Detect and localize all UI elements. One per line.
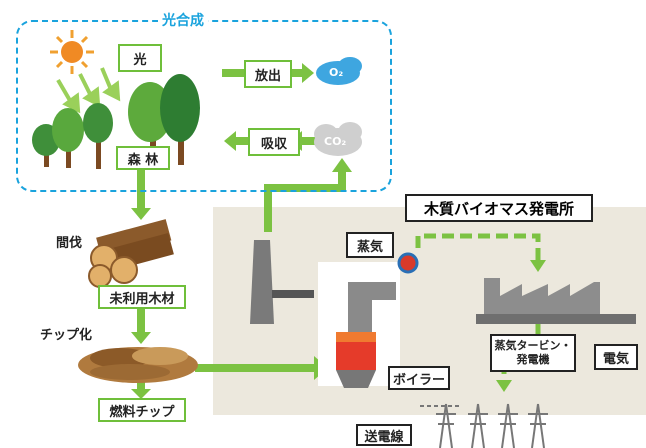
fuel-chip-label: 燃料チップ [98,398,186,422]
photosynthesis-frame [16,20,392,192]
wood-chips-icon [78,347,198,383]
plant-title: 木質バイオマス発電所 [405,194,593,222]
boiler-icon [318,252,419,388]
unused-wood-label: 未利用木材 [98,285,186,309]
absorb-label: 吸収 [248,128,300,156]
transmission-label: 送電線 [356,424,412,446]
electricity-label: 電気 [594,344,638,370]
forest-icon [32,74,200,169]
o2-label: O₂ [329,66,344,79]
boiler-label: ボイラー [388,366,450,390]
steam-label: 蒸気 [346,232,394,258]
turbine-building-icon [476,278,636,324]
co2-cloud-icon [314,122,362,156]
o2-cloud-icon [316,57,362,85]
photosynthesis-label: 光合成 [158,10,208,30]
logs-icon [88,219,174,288]
sun-icon [50,30,94,74]
light-rays [56,67,121,114]
thinning-label: 間伐 [56,236,83,251]
forest-label: 森 林 [116,146,170,170]
release-label: 放出 [244,60,292,88]
steam-pipe [415,233,541,382]
chimney-icon [250,240,314,324]
chipping-label: チップ化 [40,328,93,343]
flow-arrows [131,158,352,399]
transmission-towers-icon [420,403,548,448]
light-label: 光 [118,44,162,72]
turbine-label: 蒸気タービン・ 発電機 [490,334,576,372]
co2-label: CO₂ [324,135,347,148]
